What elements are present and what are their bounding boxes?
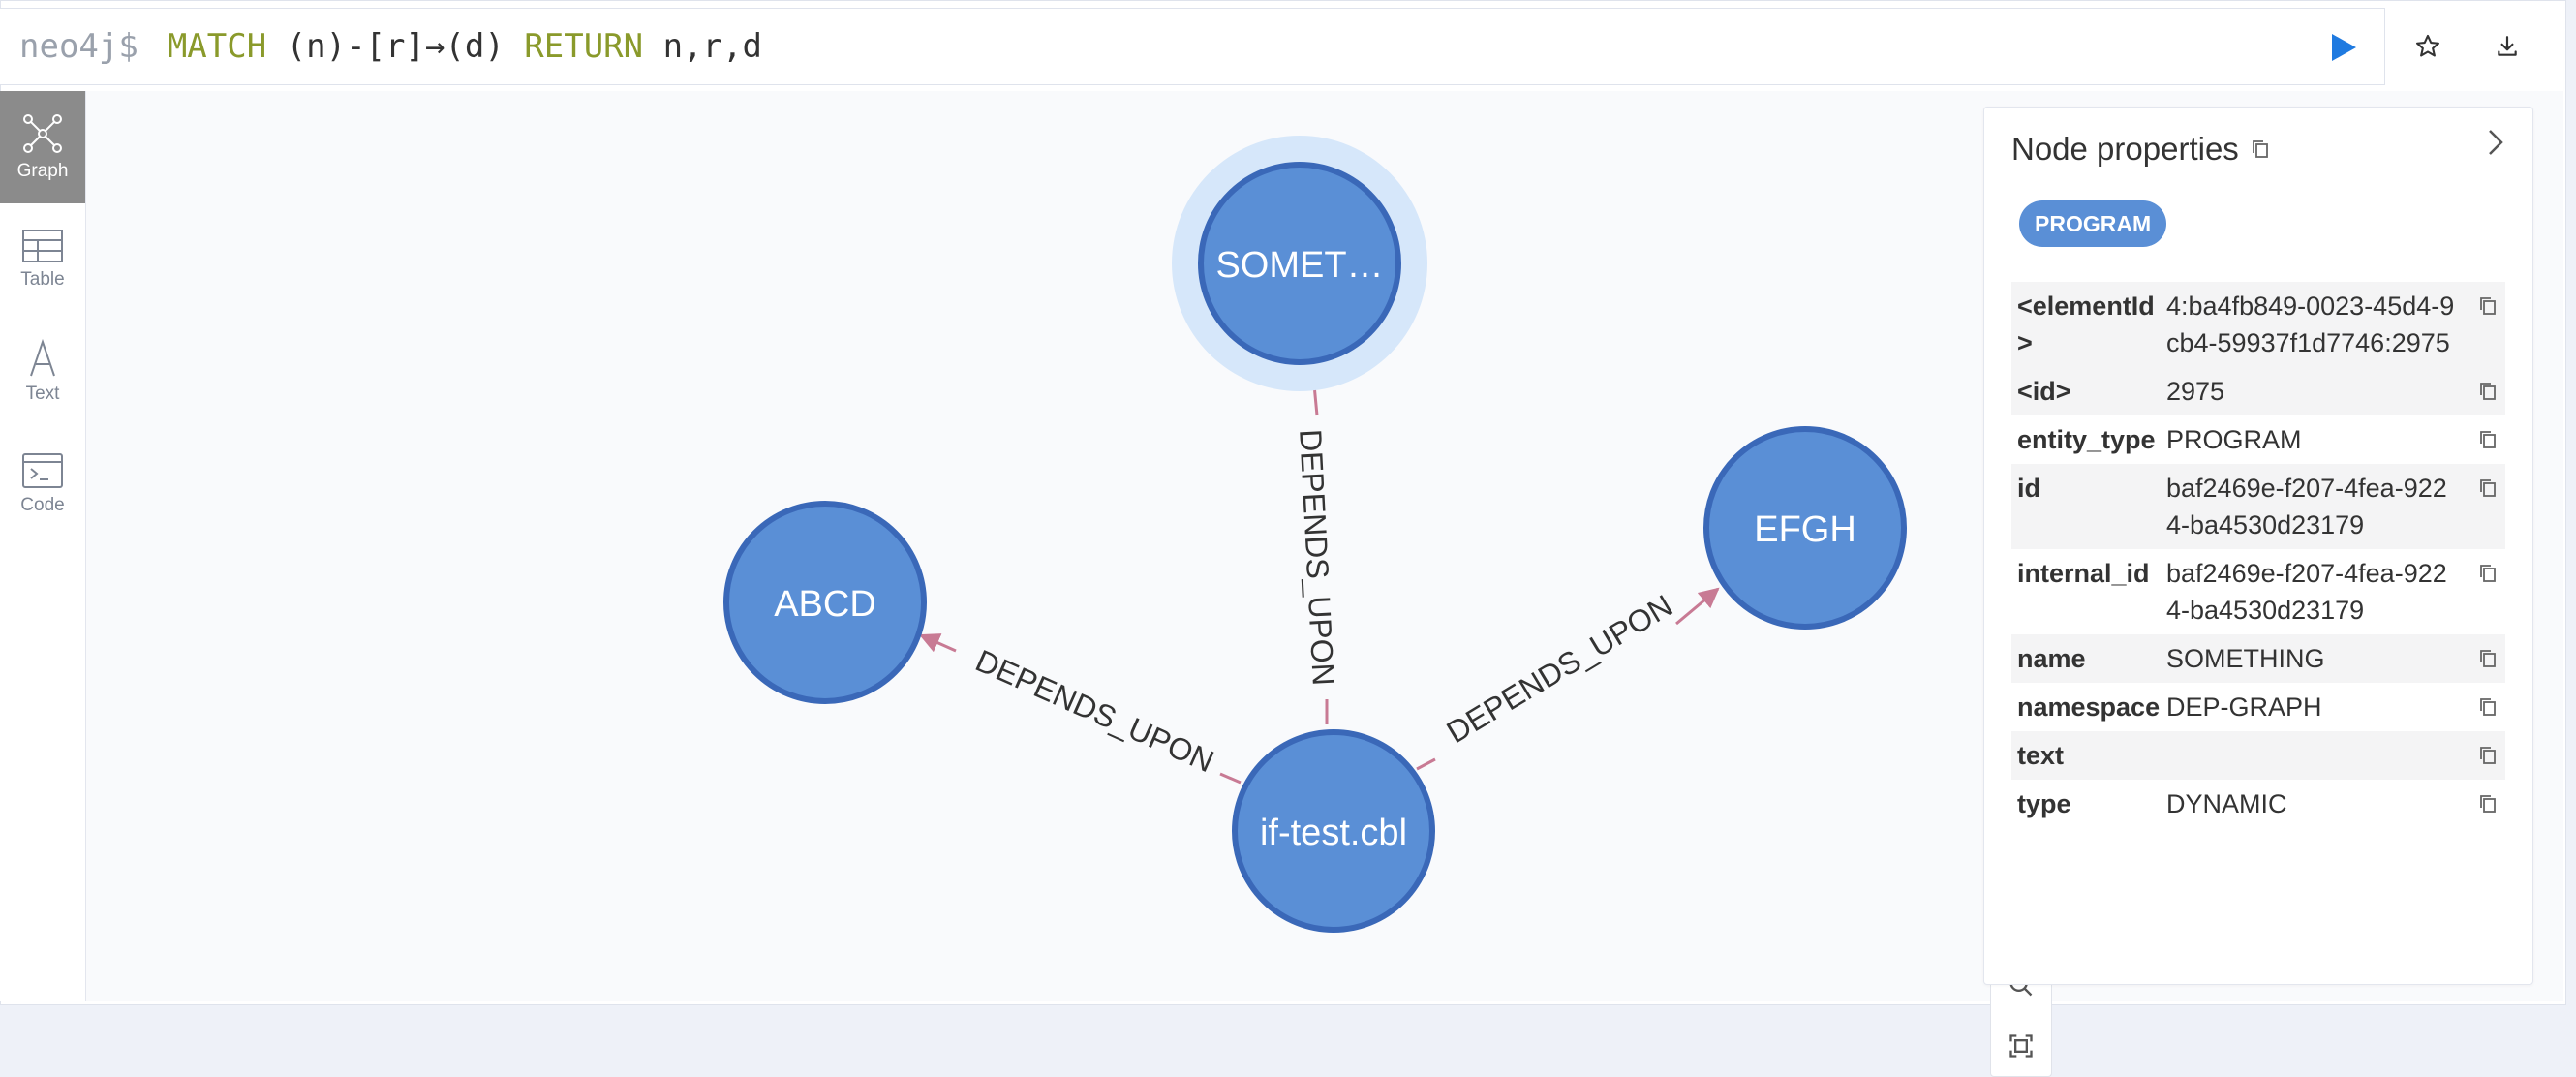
view-sidebar: Graph Table Text Code <box>0 91 86 1001</box>
copy-icon <box>2480 795 2496 813</box>
view-tab-label: Code <box>20 495 65 515</box>
property-value: 4:ba4fb849-0023-45d4-9cb4-59937f1d7746:2… <box>2166 292 2455 357</box>
edge-label: DEPENDS_UPON <box>1293 428 1341 686</box>
property-key: entity_type <box>2017 425 2156 454</box>
property-row: namespace DEP-GRAPH <box>2011 683 2505 731</box>
node-abcd[interactable]: ABCD <box>723 501 927 704</box>
property-row: <id> 2975 <box>2011 367 2505 415</box>
view-tab-graph[interactable]: Graph <box>0 91 85 203</box>
graph-icon <box>23 114 62 153</box>
query-pattern: (n)-[r]→(d) <box>266 27 525 66</box>
view-tab-label: Graph <box>16 161 69 181</box>
text-icon <box>30 339 55 377</box>
panel-header: Node properties <box>2011 131 2270 168</box>
copy-property-button[interactable] <box>2478 642 2498 679</box>
panel-title: Node properties <box>2011 131 2239 167</box>
property-row: id baf2469e-f207-4fea-9224-ba4530d23179 <box>2011 464 2505 549</box>
property-key: <elementId> <box>2017 292 2155 357</box>
node-label-badge[interactable]: PROGRAM <box>2019 200 2167 247</box>
node-label: ABCD <box>774 584 876 625</box>
property-key: <id> <box>2017 377 2071 406</box>
property-key: id <box>2017 474 2040 503</box>
play-icon <box>2332 34 2356 61</box>
query-editor[interactable]: neo4j$ MATCH (n)-[r]→(d) RETURN n,r,d <box>0 8 2385 85</box>
collapse-panel-button[interactable] <box>2474 121 2517 164</box>
query-keyword-return: RETURN <box>524 27 644 66</box>
chevron-right-icon <box>2489 130 2503 155</box>
property-row: text <box>2011 731 2505 780</box>
table-icon <box>22 230 63 262</box>
query-keyword-match: MATCH <box>167 27 267 66</box>
copy-icon <box>2480 747 2496 764</box>
view-tab-text[interactable]: Text <box>0 316 85 428</box>
properties-table: <elementId> 4:ba4fb849-0023-45d4-9cb4-59… <box>2011 282 2505 828</box>
query-prompt: neo4j$ <box>19 27 138 66</box>
fit-screen-icon <box>2009 1033 2033 1058</box>
edge-if-test-to-somet[interactable]: DEPENDS_UPON <box>1293 361 1341 724</box>
copy-icon <box>2480 479 2496 497</box>
graph-svg[interactable]: DEPENDS_UPON DEPENDS_UPON DEPENDS_UPON S… <box>86 91 2563 1001</box>
property-row: entity_type PROGRAM <box>2011 415 2505 464</box>
query-text[interactable]: MATCH (n)-[r]→(d) RETURN n,r,d <box>168 27 762 66</box>
copy-property-button[interactable] <box>2478 290 2498 326</box>
copy-property-button[interactable] <box>2478 557 2498 594</box>
node-properties-panel: Node properties PROGRAM <elementId> 4:ba… <box>1983 107 2533 985</box>
copy-all-button[interactable] <box>2251 131 2270 168</box>
property-row: type DYNAMIC <box>2011 780 2505 828</box>
node-efgh[interactable]: EFGH <box>1703 426 1907 630</box>
view-tab-table[interactable]: Table <box>0 203 85 316</box>
run-query-button[interactable] <box>2324 28 2363 67</box>
edge-label: DEPENDS_UPON <box>1441 588 1679 750</box>
node-if-test[interactable]: if-test.cbl <box>1232 729 1435 933</box>
property-value: DEP-GRAPH <box>2166 692 2322 722</box>
copy-property-button[interactable] <box>2478 375 2498 412</box>
property-value: SOMETHING <box>2166 644 2325 673</box>
property-row: name SOMETHING <box>2011 634 2505 683</box>
node-somet[interactable]: SOMET… <box>1172 136 1427 391</box>
copy-icon <box>2252 140 2268 158</box>
edge-if-test-to-abcd[interactable]: DEPENDS_UPON <box>919 633 1242 785</box>
copy-icon <box>2480 383 2496 400</box>
fit-to-screen-button[interactable] <box>2002 1027 2040 1065</box>
copy-property-button[interactable] <box>2478 423 2498 460</box>
node-label: EFGH <box>1754 509 1856 550</box>
property-row: <elementId> 4:ba4fb849-0023-45d4-9cb4-59… <box>2011 282 2505 367</box>
copy-property-button[interactable] <box>2478 472 2498 508</box>
copy-property-button[interactable] <box>2478 787 2498 824</box>
property-key: text <box>2017 741 2065 770</box>
node-label: if-test.cbl <box>1260 813 1407 853</box>
favorite-button[interactable] <box>2389 8 2467 85</box>
view-tab-label: Table <box>20 269 65 290</box>
view-tab-code[interactable]: Code <box>0 428 85 540</box>
copy-icon <box>2480 565 2496 582</box>
copy-property-button[interactable] <box>2478 739 2498 776</box>
star-icon <box>2415 34 2440 57</box>
edge-if-test-to-efgh[interactable]: DEPENDS_UPON <box>1416 587 1720 771</box>
copy-icon <box>2480 297 2496 315</box>
view-tab-label: Text <box>25 384 60 404</box>
property-value: baf2469e-f207-4fea-9224-ba4530d23179 <box>2166 559 2447 625</box>
property-key: type <box>2017 789 2071 818</box>
property-row: internal_id baf2469e-f207-4fea-9224-ba45… <box>2011 549 2505 634</box>
property-value: PROGRAM <box>2166 425 2302 454</box>
code-icon <box>22 453 63 488</box>
copy-icon <box>2480 431 2496 448</box>
property-value: DYNAMIC <box>2166 789 2287 818</box>
download-button[interactable] <box>2469 8 2546 85</box>
query-returns: n,r,d <box>643 27 762 66</box>
download-icon <box>2498 36 2517 56</box>
property-key: name <box>2017 644 2086 673</box>
copy-property-button[interactable] <box>2478 691 2498 727</box>
node-label: SOMET… <box>1215 245 1383 286</box>
copy-icon <box>2480 650 2496 667</box>
property-value: baf2469e-f207-4fea-9224-ba4530d23179 <box>2166 474 2447 539</box>
property-value: 2975 <box>2166 377 2225 406</box>
property-key: namespace <box>2017 692 2161 722</box>
property-key: internal_id <box>2017 559 2150 588</box>
edge-label: DEPENDS_UPON <box>970 643 1219 780</box>
property-value <box>2166 737 2457 774</box>
copy-icon <box>2480 698 2496 716</box>
